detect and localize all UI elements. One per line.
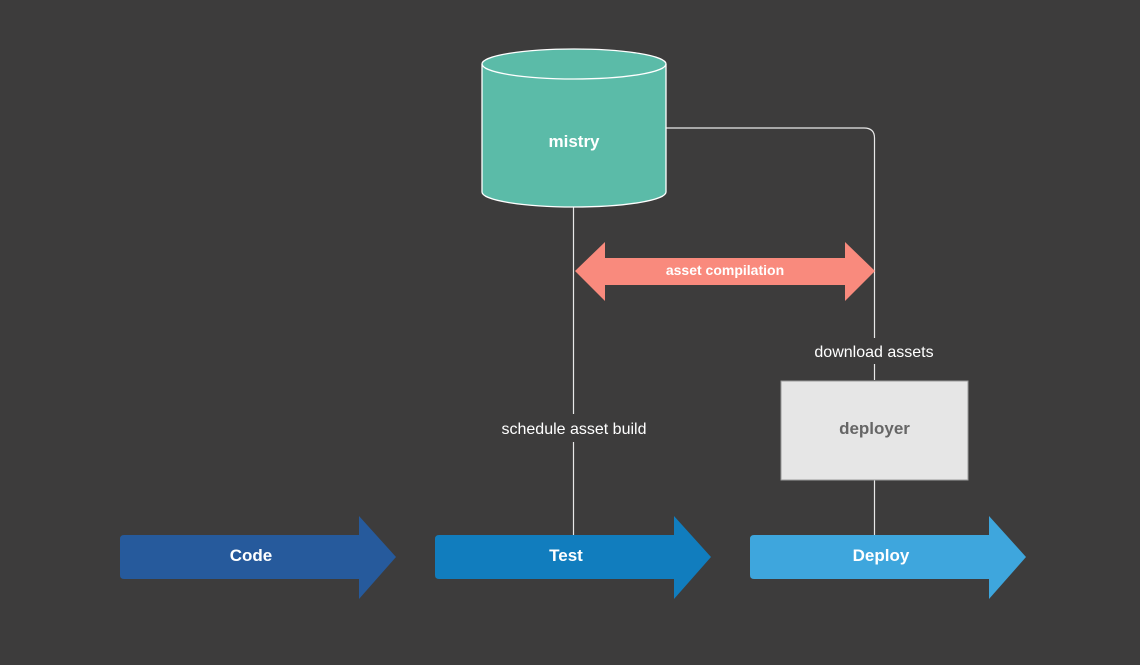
stage-code: Code [120, 516, 396, 599]
schedule-asset-build-label: schedule asset build [502, 421, 647, 438]
compilation-label: asset compilation [666, 262, 784, 278]
cylinder-top-rim [481, 63, 667, 80]
stage-test: Test [435, 516, 711, 599]
double-arrow-icon [575, 242, 875, 301]
stage-label-deploy: Deploy [853, 546, 910, 565]
arrow-right-icon [435, 516, 711, 599]
mistry-store: mistry [481, 48, 667, 208]
asset-compilation-arrow: asset compilation [575, 242, 875, 301]
database-cylinder-icon [481, 48, 667, 208]
stage-label-test: Test [549, 546, 583, 565]
stage-deploy: Deploy [750, 516, 1026, 599]
deployer-label: deployer [839, 419, 910, 438]
stage-label-code: Code [230, 546, 273, 565]
connectors [572, 127, 876, 536]
store-label: mistry [548, 132, 600, 151]
download-assets-label: download assets [814, 344, 933, 361]
download-connector-line [666, 127, 876, 338]
deployer-box [780, 380, 969, 481]
arrow-right-icon [750, 516, 1026, 599]
arrow-right-icon [120, 516, 396, 599]
deployer-node: deployer [780, 380, 969, 481]
